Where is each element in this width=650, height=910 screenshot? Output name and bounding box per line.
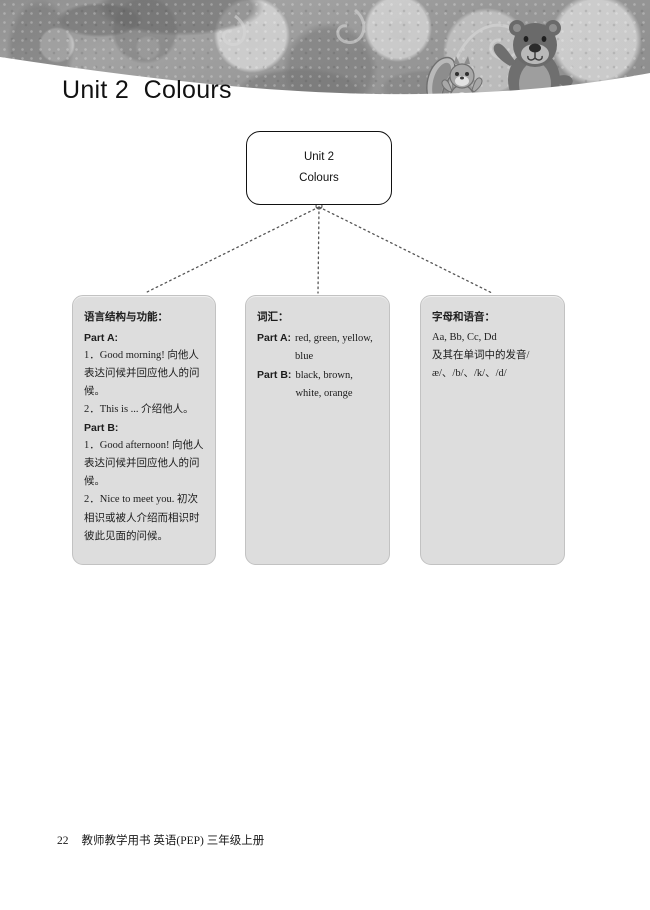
vocabulary-entry: Part B: black, brown, white, orange	[257, 366, 378, 403]
vocabulary-entry-label: Part A:	[257, 332, 292, 345]
page-footer: 22 教师教学用书 英语(PEP) 三年级上册	[57, 832, 264, 848]
node-section-label-part-a: Part A:	[84, 332, 119, 345]
phonics-line: 及其在单词中的发音/æ/、/b/、/k/、/d/	[432, 350, 530, 380]
header-banner	[0, 0, 650, 120]
diagram-node-letters-and-sounds: 字母和语音： Aa, Bb, Cc, Dd 及其在单词中的发音/æ/、/b/、/…	[420, 295, 565, 565]
connector-line-right	[318, 206, 493, 294]
diagram-node-vocabulary: 词汇： Part A: red, green, yellow, blue Par…	[245, 295, 390, 565]
node-section-item: 1．Good morning! 向他人表达问候并回应他人的问候。	[84, 350, 200, 398]
footer-book-title: 教师教学用书 英语(PEP) 三年级上册	[81, 835, 265, 847]
node-section-label-part-b: Part B:	[84, 422, 119, 435]
diagram-root-node: Unit 2 Colours	[246, 131, 392, 205]
node-section-item: 1．Good afternoon! 向他人表达问候并回应他人的问候。	[84, 440, 204, 488]
diagram-connector-lines	[144, 202, 493, 294]
vocabulary-entry: Part A: red, green, yellow, blue	[257, 329, 378, 366]
connector-line-left	[144, 206, 320, 294]
phonics-line: Aa, Bb, Cc, Dd	[432, 332, 497, 344]
node-heading: 字母和语音：	[432, 311, 495, 323]
vocabulary-entry-label: Part B:	[257, 369, 292, 382]
root-node-line-1: Unit 2	[303, 150, 335, 163]
vocabulary-entry-value: red, green, yellow, blue	[295, 333, 373, 363]
root-node-line-2: Colours	[299, 172, 339, 184]
node-heading: 词汇：	[257, 311, 289, 323]
page-title: Unit 2 Colours	[62, 76, 232, 104]
banner-wave-divider	[0, 57, 650, 120]
node-section-item: 2．This is ... 介绍他人。	[84, 404, 194, 416]
node-section-item: 2．Nice to meet you. 初次相识或被人介绍而相识时彼此见面的问候…	[84, 494, 200, 542]
diagram-node-language-structure: 语言结构与功能： Part A: 1．Good morning! 向他人表达问候…	[72, 295, 216, 565]
vocabulary-entry-value: black, brown, white, orange	[295, 370, 353, 400]
connector-line-center	[317, 206, 320, 294]
footer-page-number: 22	[57, 835, 69, 847]
node-heading: 语言结构与功能：	[84, 311, 168, 323]
